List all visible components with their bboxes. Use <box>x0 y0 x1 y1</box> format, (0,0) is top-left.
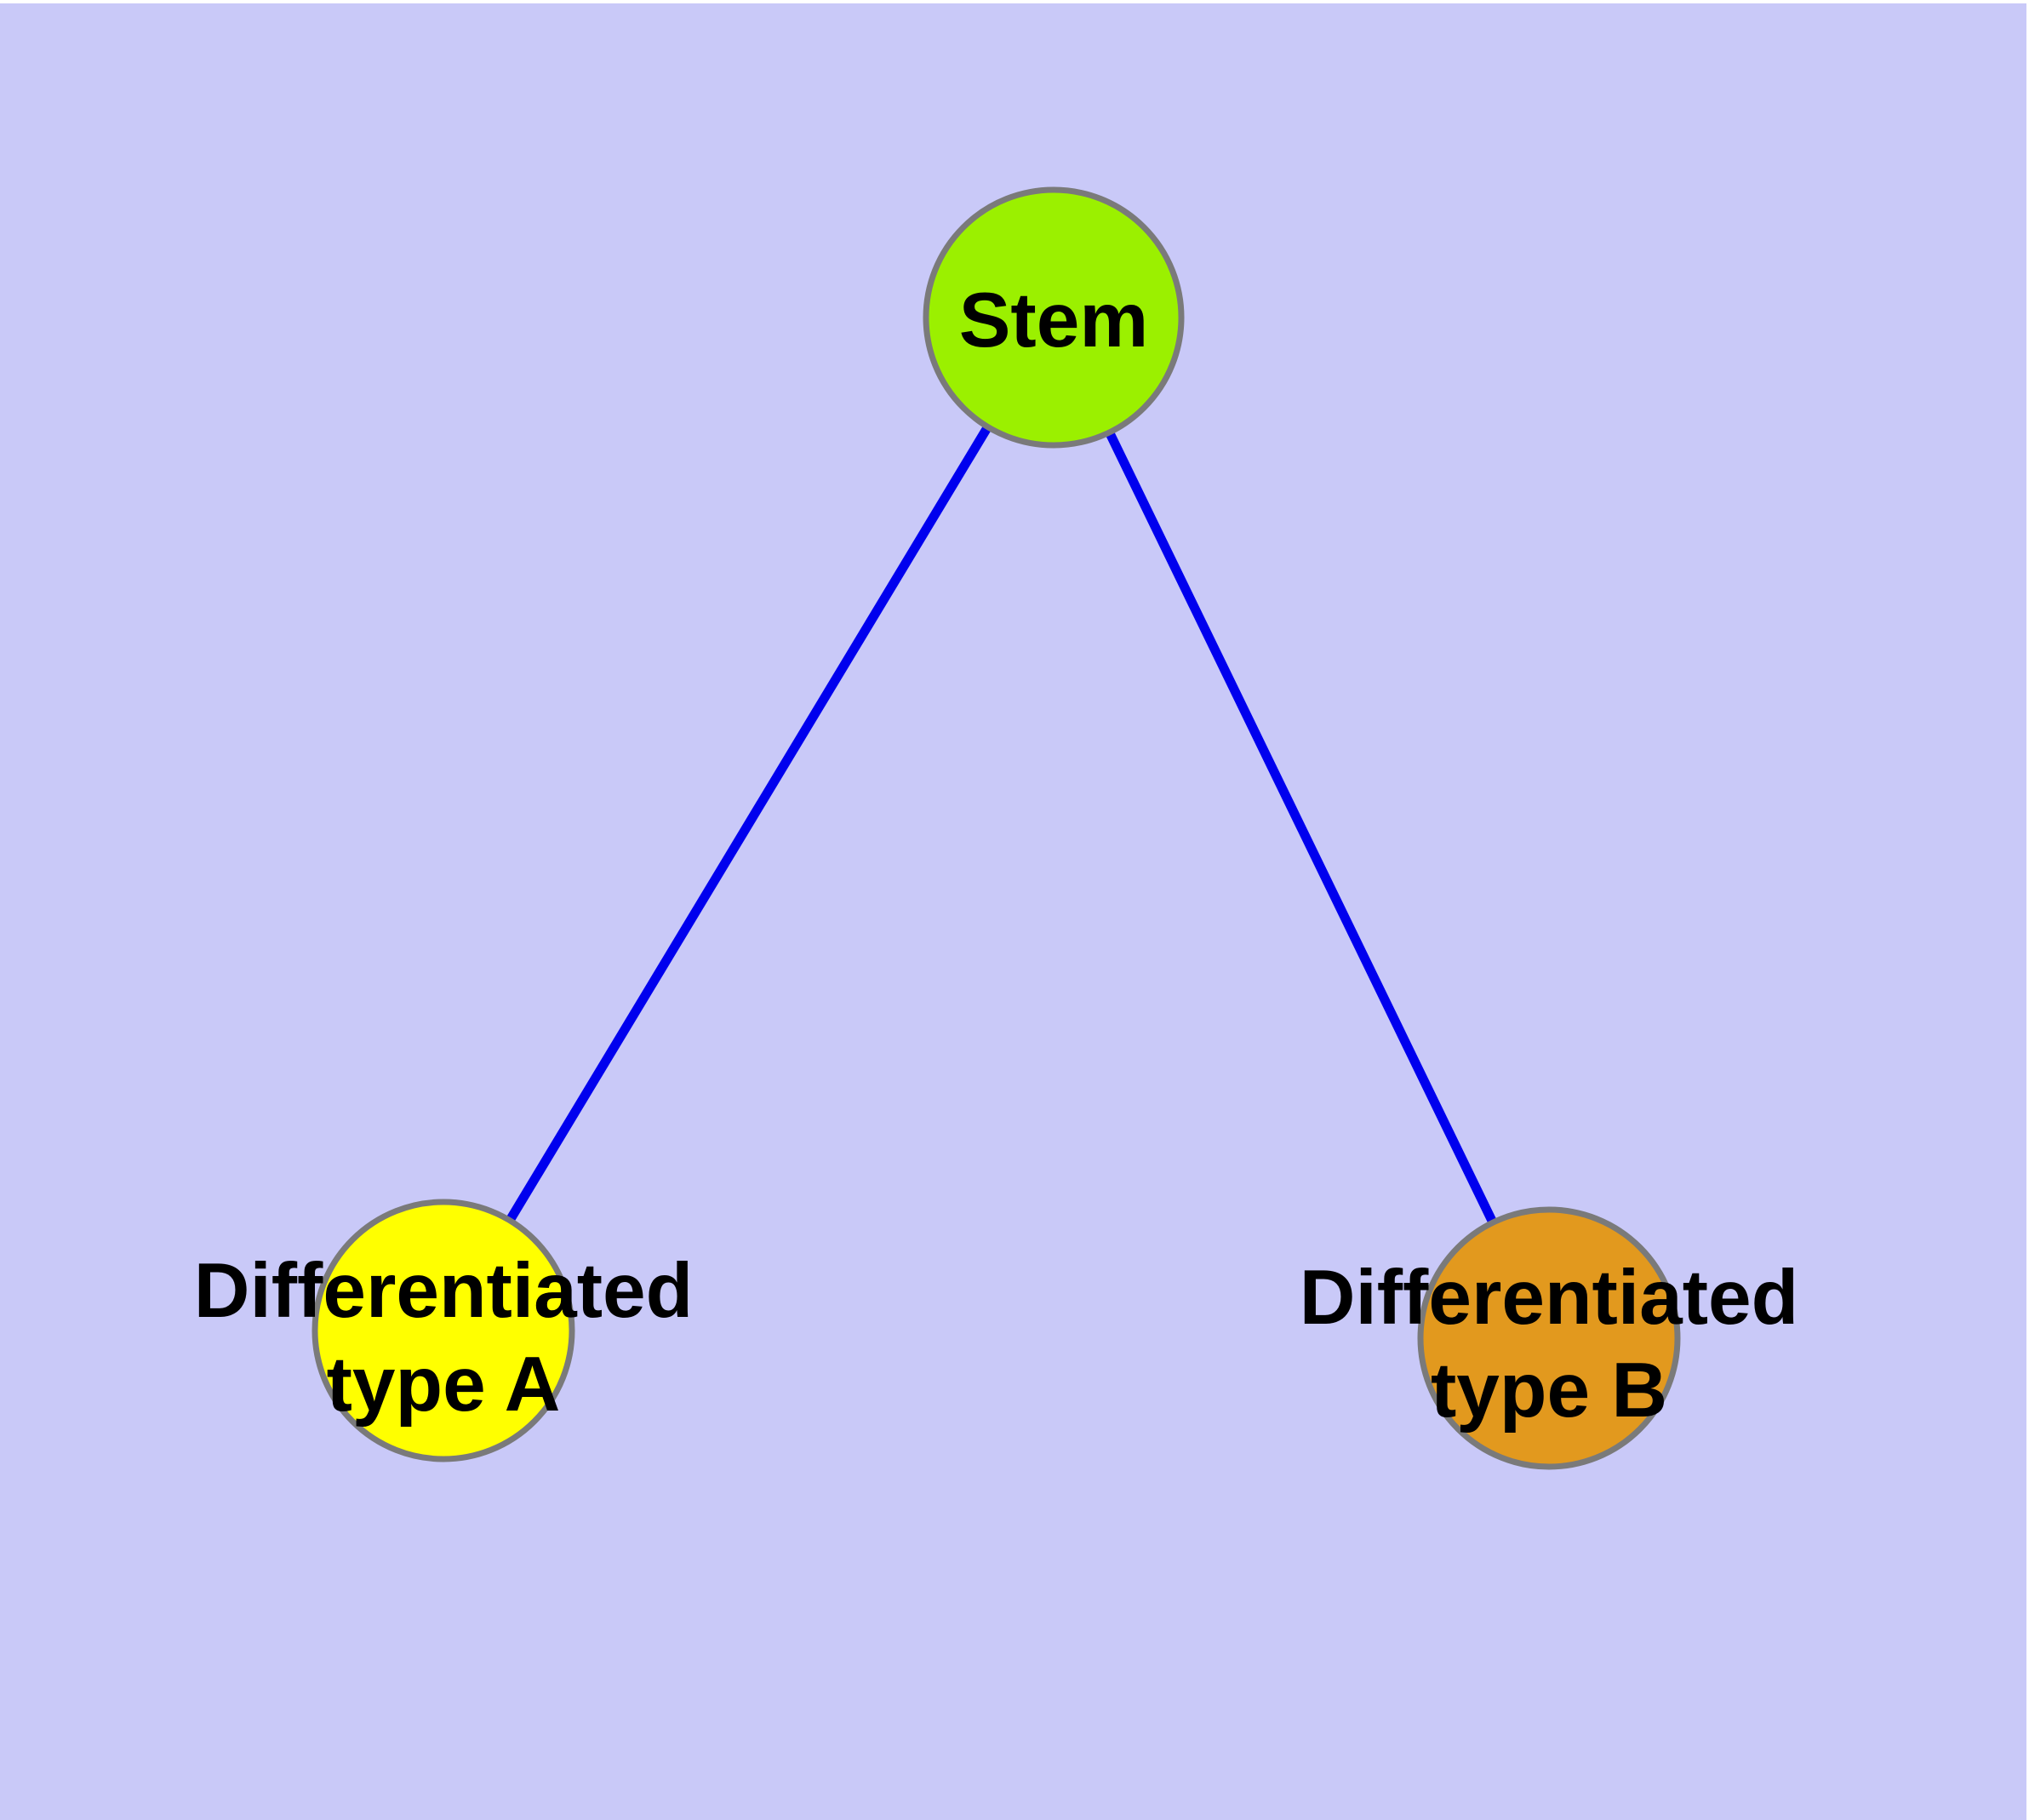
node-label-stem: Stem <box>959 278 1149 363</box>
node-label-type-a-line2: type A <box>327 1342 561 1428</box>
node-stem <box>923 186 1185 449</box>
edge-stem-to-type-b <box>1049 315 1553 1341</box>
node-label-type-a-line1: Differentiated <box>194 1248 694 1334</box>
edge-stem-to-type-a <box>439 315 1058 1333</box>
node-label-type-b-line2: type B <box>1431 1348 1667 1434</box>
node-differentiated-type-b <box>1417 1206 1681 1470</box>
node-differentiated-type-a <box>311 1199 575 1462</box>
node-label-type-b-line1: Differentiated <box>1300 1255 1799 1341</box>
